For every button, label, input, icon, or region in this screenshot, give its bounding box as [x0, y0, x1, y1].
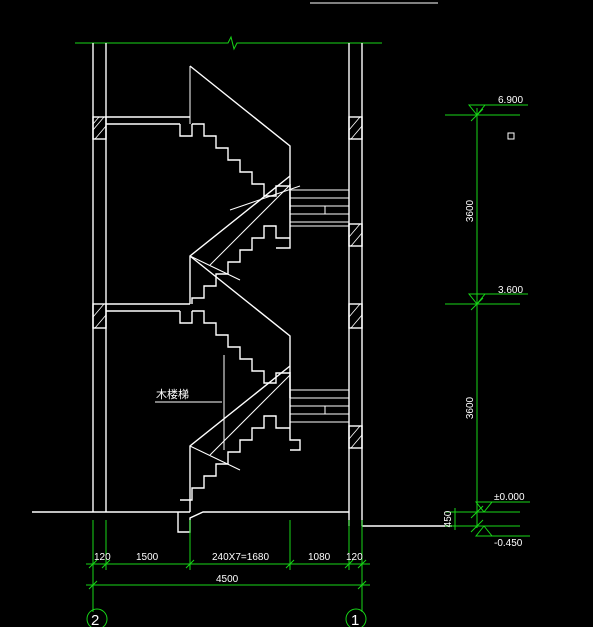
dim-h2: 1500 [136, 552, 159, 563]
right-wall [348, 43, 363, 526]
upper-stair-flights [179, 65, 349, 304]
label-leader: 木楼梯 [155, 387, 222, 403]
elev-outside: -0.450 [494, 538, 523, 549]
vertical-dimensions: 3600 3600 450 [443, 108, 520, 533]
axis-bubble-left [86, 608, 108, 627]
elev-top: 6.900 [498, 95, 523, 106]
dim-step: 450 [443, 510, 454, 527]
axis-bubbles: 2 1 [86, 608, 367, 627]
hatched-beams [92, 116, 363, 449]
dim-h4: 1080 [308, 552, 331, 563]
dim-total: 4500 [216, 574, 239, 585]
elev-mid: 3.600 [498, 285, 523, 296]
horizontal-dimensions: 120 1500 240X7=1680 1080 120 4500 [86, 520, 370, 612]
left-wall [92, 43, 107, 512]
break-line [75, 35, 382, 51]
marker-square [507, 132, 515, 140]
elevation-markers: 6.900 3.600 ±0.000 -0.450 [467, 95, 530, 549]
axis-label-left: 2 [91, 612, 99, 627]
dim-h1: 120 [94, 552, 111, 563]
dim-h5: 120 [346, 552, 363, 563]
elev-ground: ±0.000 [494, 492, 525, 503]
axis-label-right: 1 [351, 612, 359, 627]
dim-upper: 3600 [465, 199, 476, 222]
ground-line [32, 511, 452, 533]
stair-label: 木楼梯 [156, 387, 189, 401]
lower-stair-flights [179, 255, 349, 512]
floor-slabs [106, 116, 190, 312]
dim-h3: 240X7=1680 [212, 552, 269, 563]
dim-lower: 3600 [465, 396, 476, 419]
axis-bubble-right [345, 608, 367, 627]
